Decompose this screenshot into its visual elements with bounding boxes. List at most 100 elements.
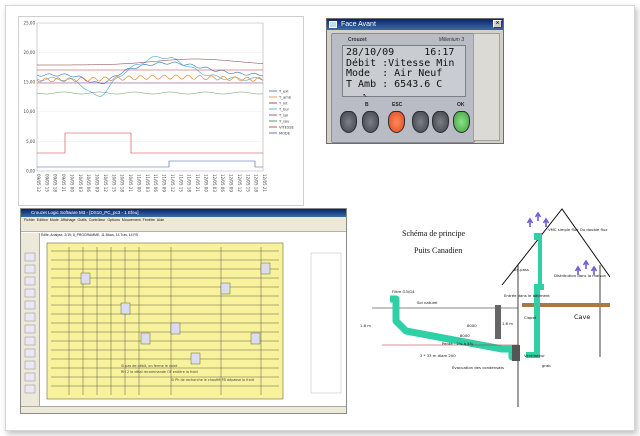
vmc-label: VMC simple flux Ou double flux bbox=[548, 227, 608, 232]
function-block bbox=[170, 322, 181, 335]
airflow-arrow-icon bbox=[534, 211, 542, 221]
input-block bbox=[24, 360, 36, 370]
menu-mouvement[interactable]: Mouvement bbox=[121, 218, 141, 222]
lcd-line-4: T Amb : 6543.6 C bbox=[346, 78, 443, 90]
function-block bbox=[220, 282, 231, 295]
clapet-label: Clapet bbox=[524, 315, 537, 320]
menu-fichier[interactable]: Fichier bbox=[24, 218, 35, 222]
function-block bbox=[250, 332, 261, 345]
x-tick-label: 10/05 12 bbox=[103, 174, 108, 192]
vmc-unit bbox=[534, 233, 542, 240]
ventilateur-label: Ventilateur bbox=[524, 353, 545, 358]
x-tick-label: 10/05 00 bbox=[69, 174, 74, 192]
menu-edition[interactable]: Edition bbox=[36, 218, 48, 222]
note-2: RH 2 le délai recommande OF entière la f… bbox=[121, 370, 198, 374]
legend-entry: T_bur bbox=[278, 107, 290, 111]
roof-line bbox=[501, 208, 610, 286]
x-tick-label: 09/05 12 bbox=[36, 174, 41, 192]
y-tick-label: 10,00 bbox=[24, 109, 36, 114]
x-tick-label: 09/05 18 bbox=[53, 174, 58, 192]
menu-fenetre[interactable]: Fenêtre bbox=[142, 218, 156, 222]
bypass-label: By-pass bbox=[514, 267, 529, 272]
menu-aide[interactable]: Aide bbox=[156, 218, 165, 222]
legend-entry: T_amb bbox=[278, 95, 292, 99]
airflow-arrows bbox=[526, 211, 598, 275]
input-block bbox=[24, 336, 36, 346]
close-button[interactable]: × bbox=[493, 20, 502, 28]
key-label-b: B bbox=[365, 102, 369, 108]
x-tick-label: 12/05 15 bbox=[245, 174, 250, 192]
logic-software-window: Crouzet Logic Software M3 - [DS10_PC_pc3… bbox=[20, 208, 347, 414]
length-label-1: 8000 bbox=[467, 323, 477, 328]
key-b-button[interactable] bbox=[362, 111, 379, 133]
x-tick-label: 12/05 03 bbox=[212, 174, 217, 192]
function-block bbox=[190, 352, 201, 365]
menu-options[interactable]: Options bbox=[107, 218, 120, 222]
lcd-line-1: 28/10/09 16:17 bbox=[346, 47, 455, 58]
menu-controleur[interactable]: Contrôleur bbox=[88, 218, 106, 222]
menu-mode[interactable]: Mode bbox=[49, 218, 59, 222]
x-tick-label: 11/05 06 bbox=[153, 174, 158, 192]
x-tick-label: 10/05 18 bbox=[120, 174, 125, 192]
legend-entry: T_int bbox=[278, 101, 288, 105]
airflow-arrow-icon bbox=[574, 265, 582, 275]
diagram-title: Schéma de principe bbox=[402, 229, 466, 238]
window-title: Face Avant bbox=[341, 21, 376, 28]
function-block bbox=[140, 332, 151, 345]
evac-label: Évacuation des condensats bbox=[452, 365, 504, 370]
x-tick-label: 11/05 18 bbox=[187, 174, 192, 192]
menu-affichage[interactable]: Affichage bbox=[60, 218, 76, 222]
key-minus-button[interactable] bbox=[412, 111, 429, 133]
x-tick-label: 10/05 09 bbox=[95, 174, 100, 192]
x-tick-label: 11/05 15 bbox=[178, 174, 183, 192]
step-signal-red bbox=[37, 132, 263, 154]
airflow-arrow-icon bbox=[526, 217, 534, 227]
input-block bbox=[24, 312, 36, 322]
height-label-2: 1.6 m bbox=[502, 321, 513, 326]
distribution-label: Distribution dans la maison bbox=[554, 273, 607, 278]
bypass-block bbox=[495, 305, 501, 339]
series-line bbox=[36, 91, 264, 95]
ok-key-button[interactable] bbox=[453, 111, 470, 133]
entree-label: Entrée dans le bâtiment bbox=[504, 293, 550, 298]
legend-entry: T_sol bbox=[278, 113, 288, 117]
input-block bbox=[24, 324, 36, 334]
window-titlebar: Face Avant × bbox=[327, 19, 503, 30]
function-block bbox=[80, 272, 91, 285]
key-a-button[interactable] bbox=[340, 111, 357, 133]
chart-grid bbox=[37, 22, 263, 172]
airflow-arrow-icon bbox=[542, 217, 550, 227]
escape-key-button[interactable] bbox=[388, 111, 405, 133]
key-label-esc: ESC bbox=[392, 102, 403, 108]
legend-entry: MODE bbox=[279, 131, 291, 135]
puits-svg: Sol naturel 1.6 m 1.6 m Filtre G3/G4 Pen… bbox=[360, 208, 610, 407]
x-tick-label: 12/05 06 bbox=[220, 174, 225, 192]
logic-workspace: Édite, Analyse, 2/19; 5_PROGRAMME, 11 Bl… bbox=[21, 233, 346, 407]
workspace-tab[interactable]: Édite, Analyse, 2/19; 5_PROGRAMME, 11 Bl… bbox=[41, 233, 138, 237]
x-tick-label: 11/05 00 bbox=[136, 174, 141, 192]
diagram-subtitle: Puits Canadien bbox=[414, 246, 463, 255]
length-label-2: 8000 bbox=[460, 333, 470, 338]
lcd-line-2: Débit :Vitesse Min bbox=[346, 57, 455, 69]
x-tick-label: 12/05 09 bbox=[229, 174, 234, 192]
key-plus-button[interactable] bbox=[432, 111, 449, 133]
x-tick-label: 09/05 21 bbox=[61, 174, 66, 192]
x-tick-label: 10/05 15 bbox=[111, 174, 116, 192]
y-tick-label: 15,00 bbox=[24, 80, 36, 85]
y-tick-label: 25,00 bbox=[24, 20, 36, 25]
side-pane bbox=[473, 33, 500, 141]
key-label-ok: OK bbox=[457, 102, 465, 108]
legend-entry: T_ext bbox=[278, 89, 289, 93]
function-block bbox=[260, 262, 271, 275]
y-tick-label: 20,00 bbox=[24, 50, 36, 55]
ladder-diagram: Si pas de débit, on ferme le volet RH 2 … bbox=[24, 242, 342, 400]
chart-series bbox=[36, 56, 264, 168]
series-line bbox=[36, 74, 264, 83]
floor-slab bbox=[522, 303, 610, 307]
menu-outils[interactable]: Outils bbox=[77, 218, 87, 222]
x-tick-label: 10/05 03 bbox=[78, 174, 83, 192]
input-block bbox=[24, 288, 36, 298]
app-icon bbox=[329, 21, 337, 28]
